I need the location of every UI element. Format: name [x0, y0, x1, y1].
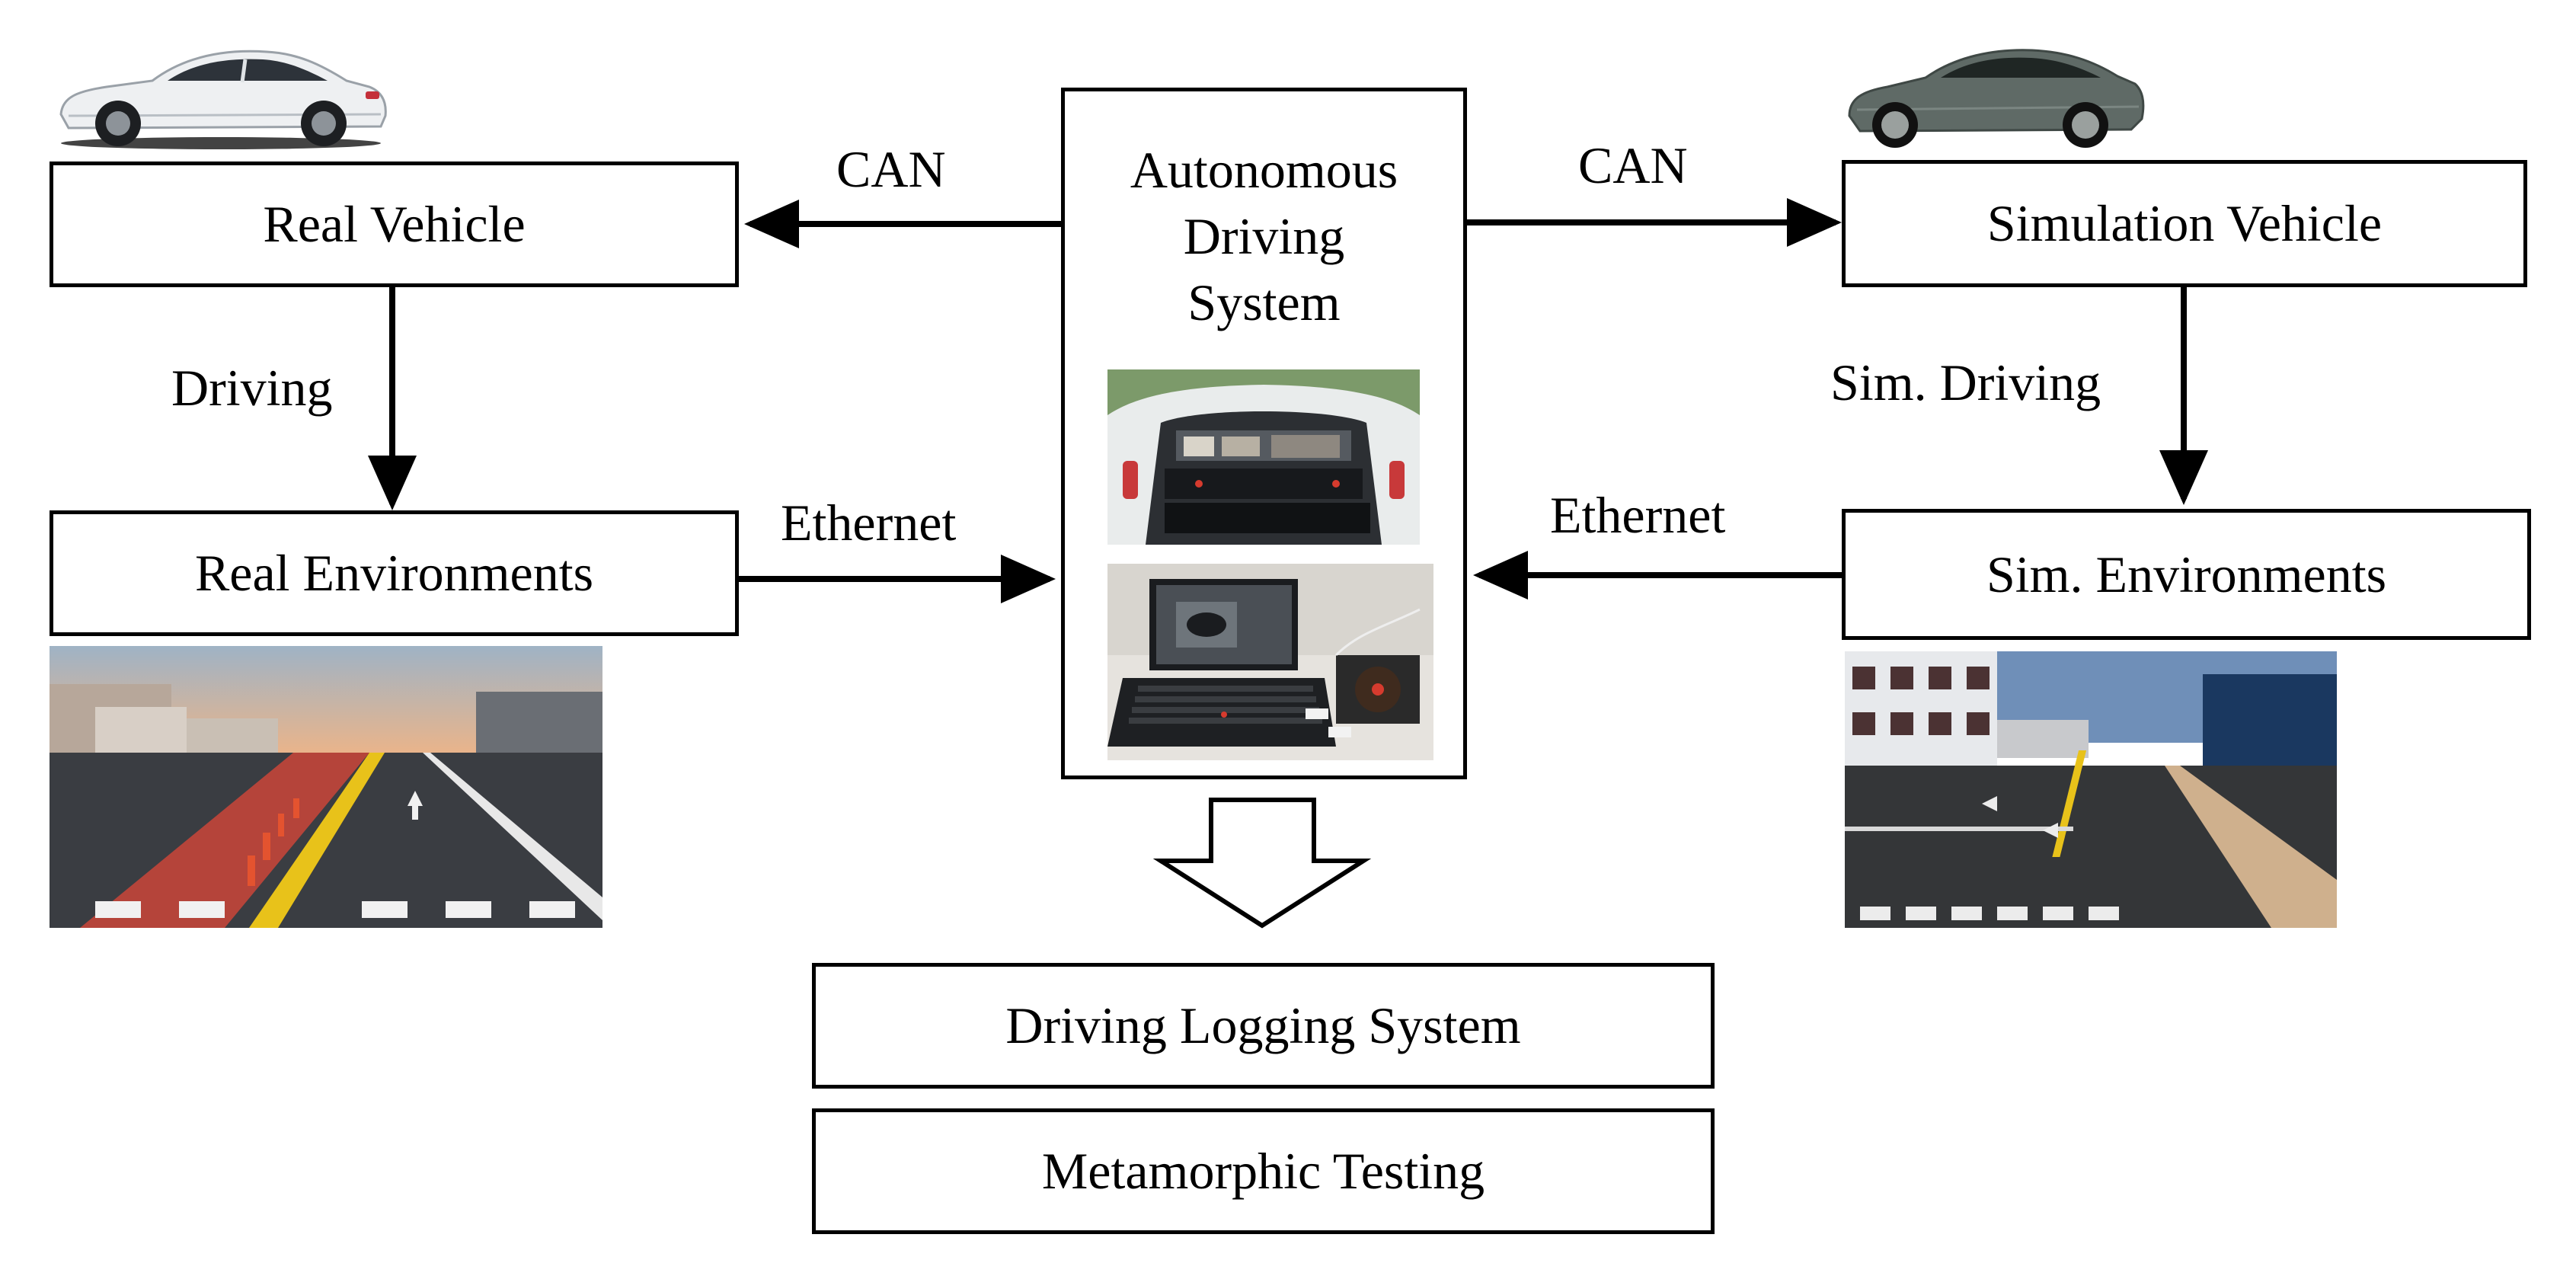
real-environments-label: Real Environments: [194, 544, 594, 603]
real-road-icon: [50, 646, 602, 928]
driving-label: Driving: [171, 359, 333, 417]
real-vehicle-label: Real Vehicle: [263, 195, 526, 254]
real-road-image: [50, 646, 602, 928]
car-trunk-computer-icon: [1107, 369, 1420, 545]
simulated-road-image: [1845, 651, 2337, 928]
simulated-road-icon: [1845, 651, 2337, 928]
simulation-vehicle-label: Simulation Vehicle: [1986, 194, 2383, 253]
real-environments-box: Real Environments: [50, 510, 739, 636]
ads-title-line-1: Autonomous: [1130, 141, 1398, 199]
simulation-vehicle-image: [1842, 30, 2146, 152]
laptop-setup-image: [1107, 564, 1433, 760]
white-sedan-icon: [59, 50, 387, 149]
can-label-left: CAN: [836, 140, 946, 198]
trunk-computer-image: [1107, 369, 1420, 545]
sim-environments-box: Sim. Environments: [1842, 509, 2531, 640]
autonomous-driving-system-box: Autonomous Driving System: [1061, 88, 1467, 779]
autonomous-driving-system-title: Autonomous Driving System: [1065, 137, 1463, 336]
ethernet-label-left: Ethernet: [781, 494, 957, 552]
ads-title-line-3: System: [1187, 273, 1341, 332]
can-label-right: CAN: [1578, 136, 1688, 194]
output-hollow-arrow: [1152, 798, 1372, 929]
laptop-setup-icon: [1107, 564, 1433, 760]
ethernet-label-right: Ethernet: [1550, 486, 1726, 544]
driving-logging-system-label: Driving Logging System: [1005, 996, 1521, 1055]
real-vehicle-image: [46, 30, 396, 152]
driving-logging-system-box: Driving Logging System: [812, 963, 1715, 1089]
gray-sedan-icon: [1848, 49, 2145, 148]
simulation-vehicle-box: Simulation Vehicle: [1842, 160, 2527, 287]
metamorphic-testing-box: Metamorphic Testing: [812, 1108, 1715, 1234]
ads-title-line-2: Driving: [1183, 207, 1345, 266]
sim-driving-label: Sim. Driving: [1830, 353, 2101, 411]
metamorphic-testing-label: Metamorphic Testing: [1041, 1142, 1485, 1201]
sim-environments-label: Sim. Environments: [1986, 545, 2387, 603]
real-vehicle-box: Real Vehicle: [50, 161, 739, 287]
